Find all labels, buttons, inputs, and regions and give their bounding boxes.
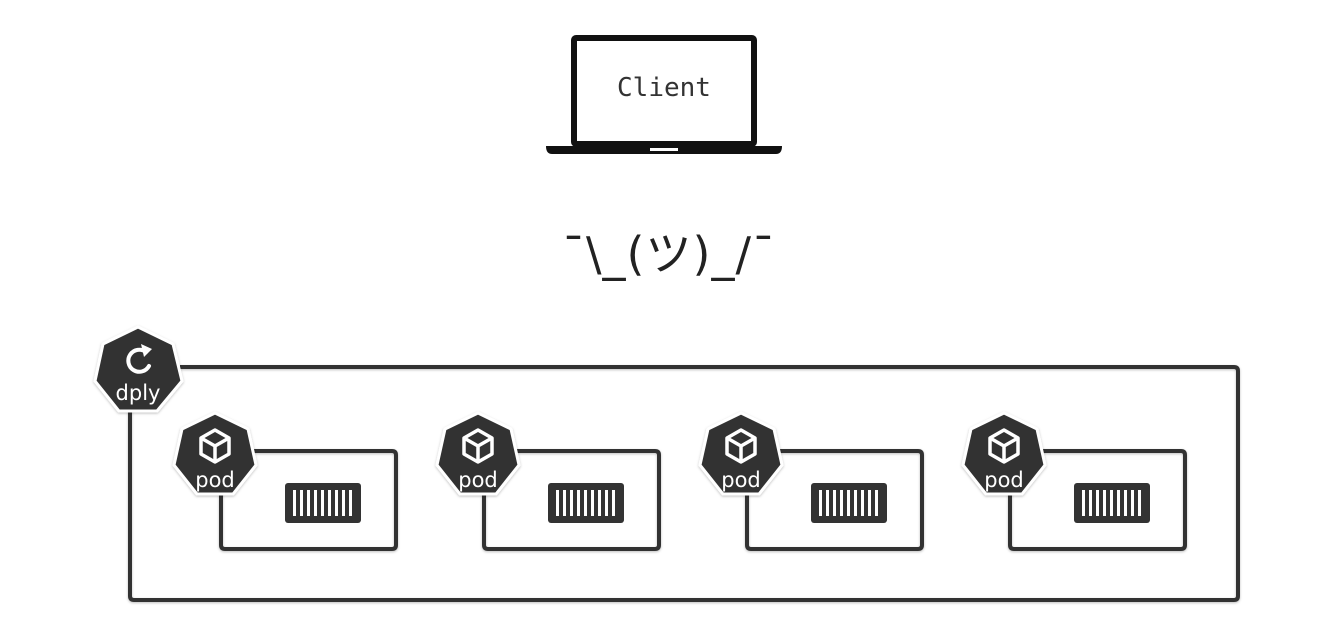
- deployment-box: [128, 365, 1240, 602]
- refresh-icon: [126, 344, 152, 374]
- client-laptop: Client: [540, 32, 788, 158]
- pod-box: [482, 449, 661, 551]
- pod-label: pod: [458, 468, 498, 492]
- container-icon: [811, 483, 887, 523]
- deployment-hex: dply: [93, 325, 184, 413]
- container-icon: [548, 483, 624, 523]
- cube-icon: [462, 428, 494, 464]
- deployment-label: dply: [116, 381, 161, 405]
- pod-hex: pod: [435, 411, 521, 496]
- cube-icon: [725, 428, 757, 464]
- cube-icon: [199, 428, 231, 464]
- container-icon: [1074, 483, 1150, 523]
- pod-label: pod: [195, 468, 235, 492]
- pod-hex: pod: [961, 411, 1047, 496]
- pod-box: [1008, 449, 1187, 551]
- pod-group: pod: [172, 411, 398, 551]
- pod-group: pod: [435, 411, 661, 551]
- laptop-icon: [546, 35, 782, 154]
- pod-label: pod: [721, 468, 761, 492]
- pod-box: [219, 449, 398, 551]
- client-label: Client: [617, 73, 711, 103]
- cube-icon: [988, 428, 1020, 464]
- pod-label: pod: [984, 468, 1024, 492]
- pod-group: pod: [961, 411, 1187, 551]
- shrug-text: ¯\_(ツ)_/¯: [562, 227, 776, 281]
- pod-hex: pod: [172, 411, 258, 496]
- pod-box: [745, 449, 924, 551]
- container-icon: [285, 483, 361, 523]
- pod-group: pod: [698, 411, 924, 551]
- pod-hex: pod: [698, 411, 784, 496]
